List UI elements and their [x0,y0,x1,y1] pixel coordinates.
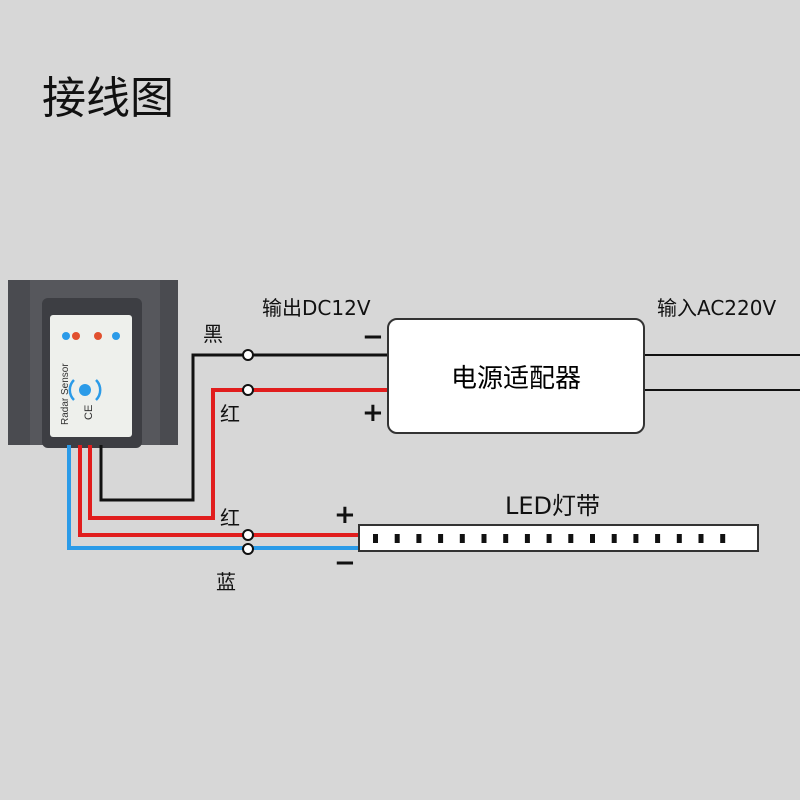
black-wire-label: 黑 [203,322,223,346]
led-dot [590,534,595,543]
led-dot [503,534,509,543]
ce-mark: CE [83,405,95,420]
led-dot [416,534,422,543]
adapter-plus: + [362,398,384,428]
red-wire-label-bottom: 红 [220,506,240,530]
led-dot [394,534,400,543]
blue-wire-label: 蓝 [216,570,236,594]
page-title: 接线图 [42,73,174,124]
terminals [242,349,254,555]
radar-sensor-device: Radar Sensor CE [8,280,178,448]
red-wire-adapter [88,388,388,520]
power-adapter: 电源适配器 [387,318,645,434]
led-dot [438,534,444,543]
led-dot [373,534,378,543]
led-dot [611,534,617,543]
adapter-minus: − [362,322,384,352]
blue-wire [67,445,360,550]
led-dots [373,534,726,543]
led-dot [633,534,639,543]
led-dot [546,534,552,543]
led-dot [676,534,682,543]
black-wire [99,353,388,502]
led-label: LED灯带 [505,492,601,520]
led-dot [524,534,530,543]
led-dot [698,534,704,543]
output-label: 输出DC12V [262,296,371,320]
adapter-label: 电源适配器 [450,363,581,394]
sensor-label: Radar Sensor [60,363,71,425]
led-dot [459,534,465,543]
input-label: 输入AC220V [657,296,777,320]
led-dot [720,534,726,543]
led-plus: + [334,500,356,530]
led-dot [568,534,574,543]
led-dot [655,534,661,543]
led-dot [481,534,487,543]
led-strip [358,524,759,552]
red-wire-led [78,445,360,537]
red-wire-label-top: 红 [220,402,240,426]
led-minus: − [334,548,356,578]
